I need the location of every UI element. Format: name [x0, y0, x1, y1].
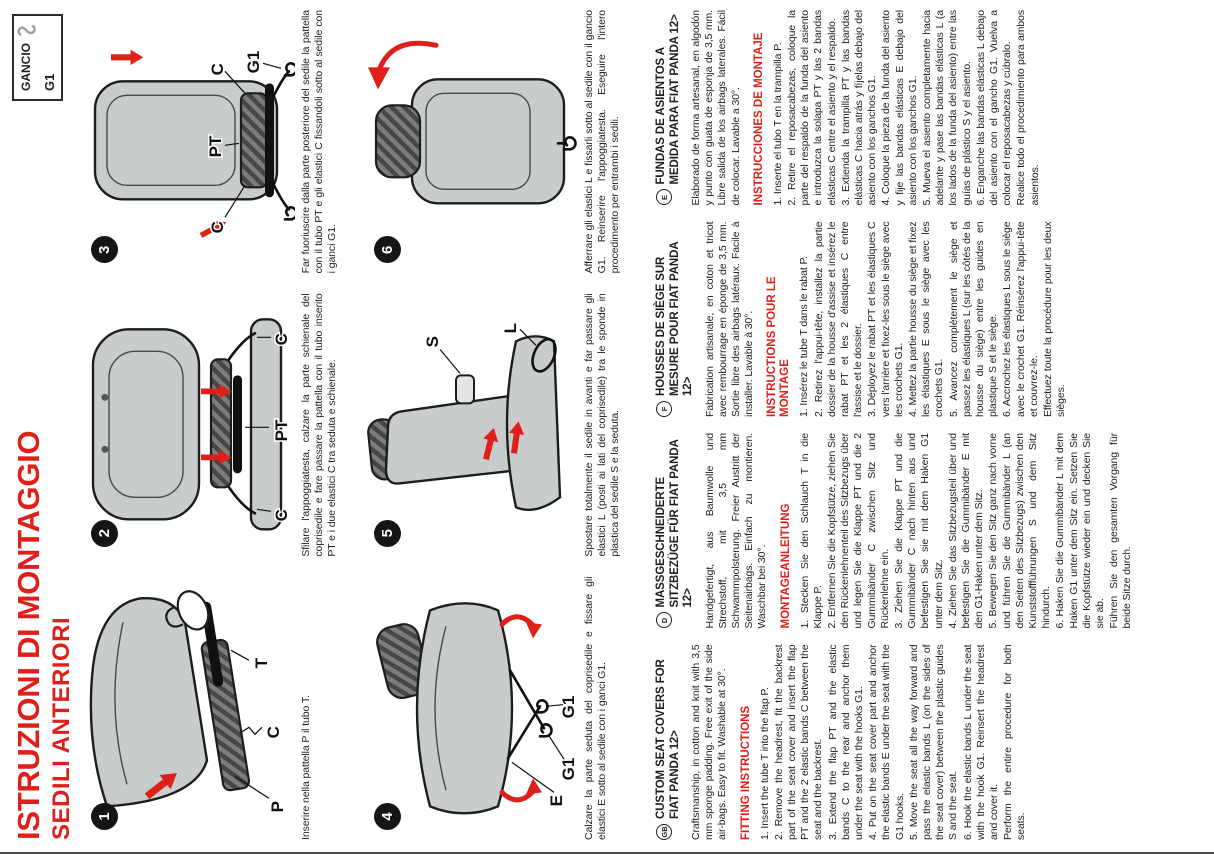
section-title: HOUSSES DE SIÈGE SUR MESURE POUR FIAT PA… — [655, 241, 694, 396]
page-subtitle: SEDILI ANTERIORI — [48, 616, 75, 840]
masthead: ISTRUZIONI DI MONTAGGIO SEDILI ANTERIORI… — [11, 10, 75, 840]
title-block: ISTRUZIONI DI MONTAGGIO SEDILI ANTERIORI — [11, 430, 75, 840]
figure-caption: Afferrare gli elastici L e fissarli sott… — [583, 10, 621, 274]
hook-type-box: GANCIO G1 — [12, 14, 63, 101]
s-hook-icon — [17, 25, 36, 36]
figure-caption: Inserire nella pattella P il tubo T. — [300, 695, 312, 840]
instruction-step: 3. Extend the flap PT and the elastic ba… — [826, 644, 866, 841]
lang-badge: D — [656, 612, 672, 629]
page-title: ISTRUZIONI DI MONTAGGIO — [11, 430, 46, 840]
figure-label: C — [272, 333, 291, 345]
section-intro: Craftsmanship, in cotton and knit with 3… — [690, 644, 729, 841]
figure-label: G1 — [244, 51, 263, 74]
instruction-step: 2. Remove the headrest, fit the backrest… — [772, 644, 825, 841]
figure-caption: Spostare totalmente il sedile in avanti … — [583, 293, 621, 557]
lang-section-en: GB CUSTOM SEAT COVERS FOR FIAT PANDA 12>… — [655, 644, 1136, 841]
figure-label: PT — [206, 135, 225, 157]
lang-badge: F — [656, 401, 672, 417]
instruction-step: 5. Move the seat all the way forward and… — [907, 644, 960, 841]
hook-box-code: G1 — [42, 73, 57, 91]
instruction-step: 1. Inserte el tubo T en la trampilla P. — [771, 42, 784, 206]
instruction-step: 1. Stecken Sie den Schlauch T in die Kla… — [798, 433, 824, 629]
figure-1: P C T 1 Inserire nella pattella P il tub… — [83, 577, 356, 840]
lang-badge: E — [656, 189, 672, 206]
instruction-step: 4. Coloque la pieza de la funda del asie… — [880, 10, 919, 206]
instruction-step: 5. Bewegen Sie den Sitz ganz nach vorne … — [987, 433, 1053, 629]
figure-1-illustration: P C T — [89, 590, 289, 814]
section-intro: Handgefertigt, aus Baumwolle und Strechs… — [703, 433, 769, 629]
section-footer: Perform the entire procedure for both se… — [1002, 644, 1028, 841]
figure-caption: Far fuoriuscire dalla parte posteriore d… — [300, 10, 338, 274]
figure-6-illustration — [368, 41, 577, 205]
figure-label: T — [252, 657, 271, 668]
instruction-step: 4. Ziehen Sie das Sitzbezugsteil über un… — [946, 433, 986, 629]
lang-badge: GB — [656, 824, 672, 840]
section-footer: Führen Sie den gesamten Vorgang für beid… — [1108, 433, 1134, 629]
figure-5-illustration: S L — [367, 321, 562, 511]
figure-grid: P C T 1 Inserire nella pattella P il tub… — [83, 10, 639, 840]
section-title: CUSTOM SEAT COVERS FOR FIAT PANDA 12> — [655, 659, 681, 819]
step-number-badge: 5 — [374, 519, 401, 547]
instruction-step: 3. Ziehen Sie die Klappe PT und die Gumm… — [892, 433, 945, 629]
figure-5: S L 5 Spostare totalmente il sedile in a… — [366, 293, 639, 557]
figure-label: S — [423, 336, 442, 347]
instruction-step: 1. Insérez le tube T dans le rabat P. — [798, 256, 811, 417]
figure-caption: Sfilare l'appoggiatesta, calzare la part… — [300, 293, 338, 557]
figure-label: P — [268, 801, 287, 812]
section-heading: MONTAGEANLEITUNG — [779, 503, 792, 629]
figure-label: C — [272, 509, 291, 521]
lang-section-es: E FUNDAS DE ASIENTOS A MEDIDA PARA FIAT … — [655, 10, 1136, 206]
instruction-step: 1. Insert the tube T into the flap P. — [758, 687, 771, 840]
instruction-step: 3. Extienda la trampilla PT y las bandas… — [839, 10, 879, 206]
figure-label: C — [264, 726, 283, 738]
section-title: FUNDAS DE ASIENTOS A MEDIDA PARA FIAT PA… — [655, 14, 681, 185]
figure-label: G1 — [559, 758, 578, 781]
instruction-step: 2. Retire el reposacabezas, coloque la p… — [786, 10, 838, 206]
section-heading: INSTRUCTIONS POUR LE MONTAGE — [766, 276, 792, 417]
figure-2: C PT C 2 Sfilare l'appoggiatesta, calzar… — [83, 293, 356, 557]
figure-6: 6 Afferrare gli elastici L e fissarli so… — [366, 10, 639, 273]
section-intro: Elaborado de forma artesanal, en algodón… — [690, 10, 742, 206]
instruction-step: 4. Mettez la partie housse du siège et f… — [906, 221, 946, 418]
instruction-step: 6. Haken Sie die Gummibänder L mit dem H… — [1054, 433, 1106, 629]
figure-3-illustration: C PT C G1 — [93, 49, 295, 242]
section-title: MASSGESCHNEIDERTE SITZBEZÜGE FÜR FIAT PA… — [655, 439, 694, 608]
figure-label: G1 — [559, 696, 578, 719]
hook-box-label: GANCIO — [19, 43, 33, 91]
instruction-step: 6. Accrochez les élastiques L sous le si… — [1001, 221, 1040, 418]
step-number-badge: 2 — [91, 519, 118, 547]
instruction-step: 6. Enganche las bandas elásticas L debaj… — [974, 10, 1014, 206]
section-heading: FITTING INSTRUCTIONS — [739, 705, 752, 840]
figure-label: C — [208, 221, 227, 233]
lang-section-de: D MASSGESCHNEIDERTE SITZBEZÜGE FÜR FIAT … — [655, 433, 1136, 629]
figure-2-illustration: C PT C — [91, 317, 293, 531]
instruction-step: 4. Put on the seat cover part and anchor… — [867, 644, 906, 841]
instruction-step: 2. Retirez l'appui-tête, installez la pa… — [812, 221, 865, 418]
step-number-badge: 1 — [91, 803, 118, 830]
figure-label: E — [547, 795, 566, 806]
figure-caption: Calzare la parte seduta del coprisedile … — [583, 576, 608, 840]
section-intro: Fabrication artisanale, en coton et tric… — [703, 221, 756, 418]
lang-section-fr: F HOUSSES DE SIÈGE SUR MESURE POUR FIAT … — [655, 221, 1136, 418]
section-footer: Effectuez toute la procédure pour les de… — [1041, 221, 1068, 418]
figure-4-illustration: E G1 G1 — [376, 602, 578, 815]
language-sections: GB CUSTOM SEAT COVERS FOR FIAT PANDA 12>… — [655, 10, 1136, 840]
step-number-badge: 4 — [374, 803, 401, 830]
instruction-step: 5. Mueva el asiento completamente hacia … — [921, 10, 973, 206]
figure-label: PT — [272, 419, 291, 441]
figure-label: L — [501, 323, 520, 333]
instruction-step: 2. Entfernen Sie die Kopfstütze, ziehen … — [825, 433, 891, 629]
figure-label: C — [208, 63, 227, 75]
instruction-step: 6. Hook the elastic bands L under the se… — [961, 644, 1001, 841]
figure-4: E G1 G1 4 Calzare la parte seduta del co… — [366, 577, 639, 840]
instruction-step: 3. Déployez le rabat PT et les élastique… — [866, 221, 905, 418]
figure-3: C PT C G1 3 Far fuoriuscire dalla parte … — [83, 10, 356, 273]
instruction-step: 5. Avancez complètement le siège et pass… — [947, 221, 1000, 418]
section-heading: INSTRUCCIONES DE MONTAJE — [752, 32, 765, 206]
section-footer: Realice todo el procedimiento para ambos… — [1015, 10, 1041, 206]
